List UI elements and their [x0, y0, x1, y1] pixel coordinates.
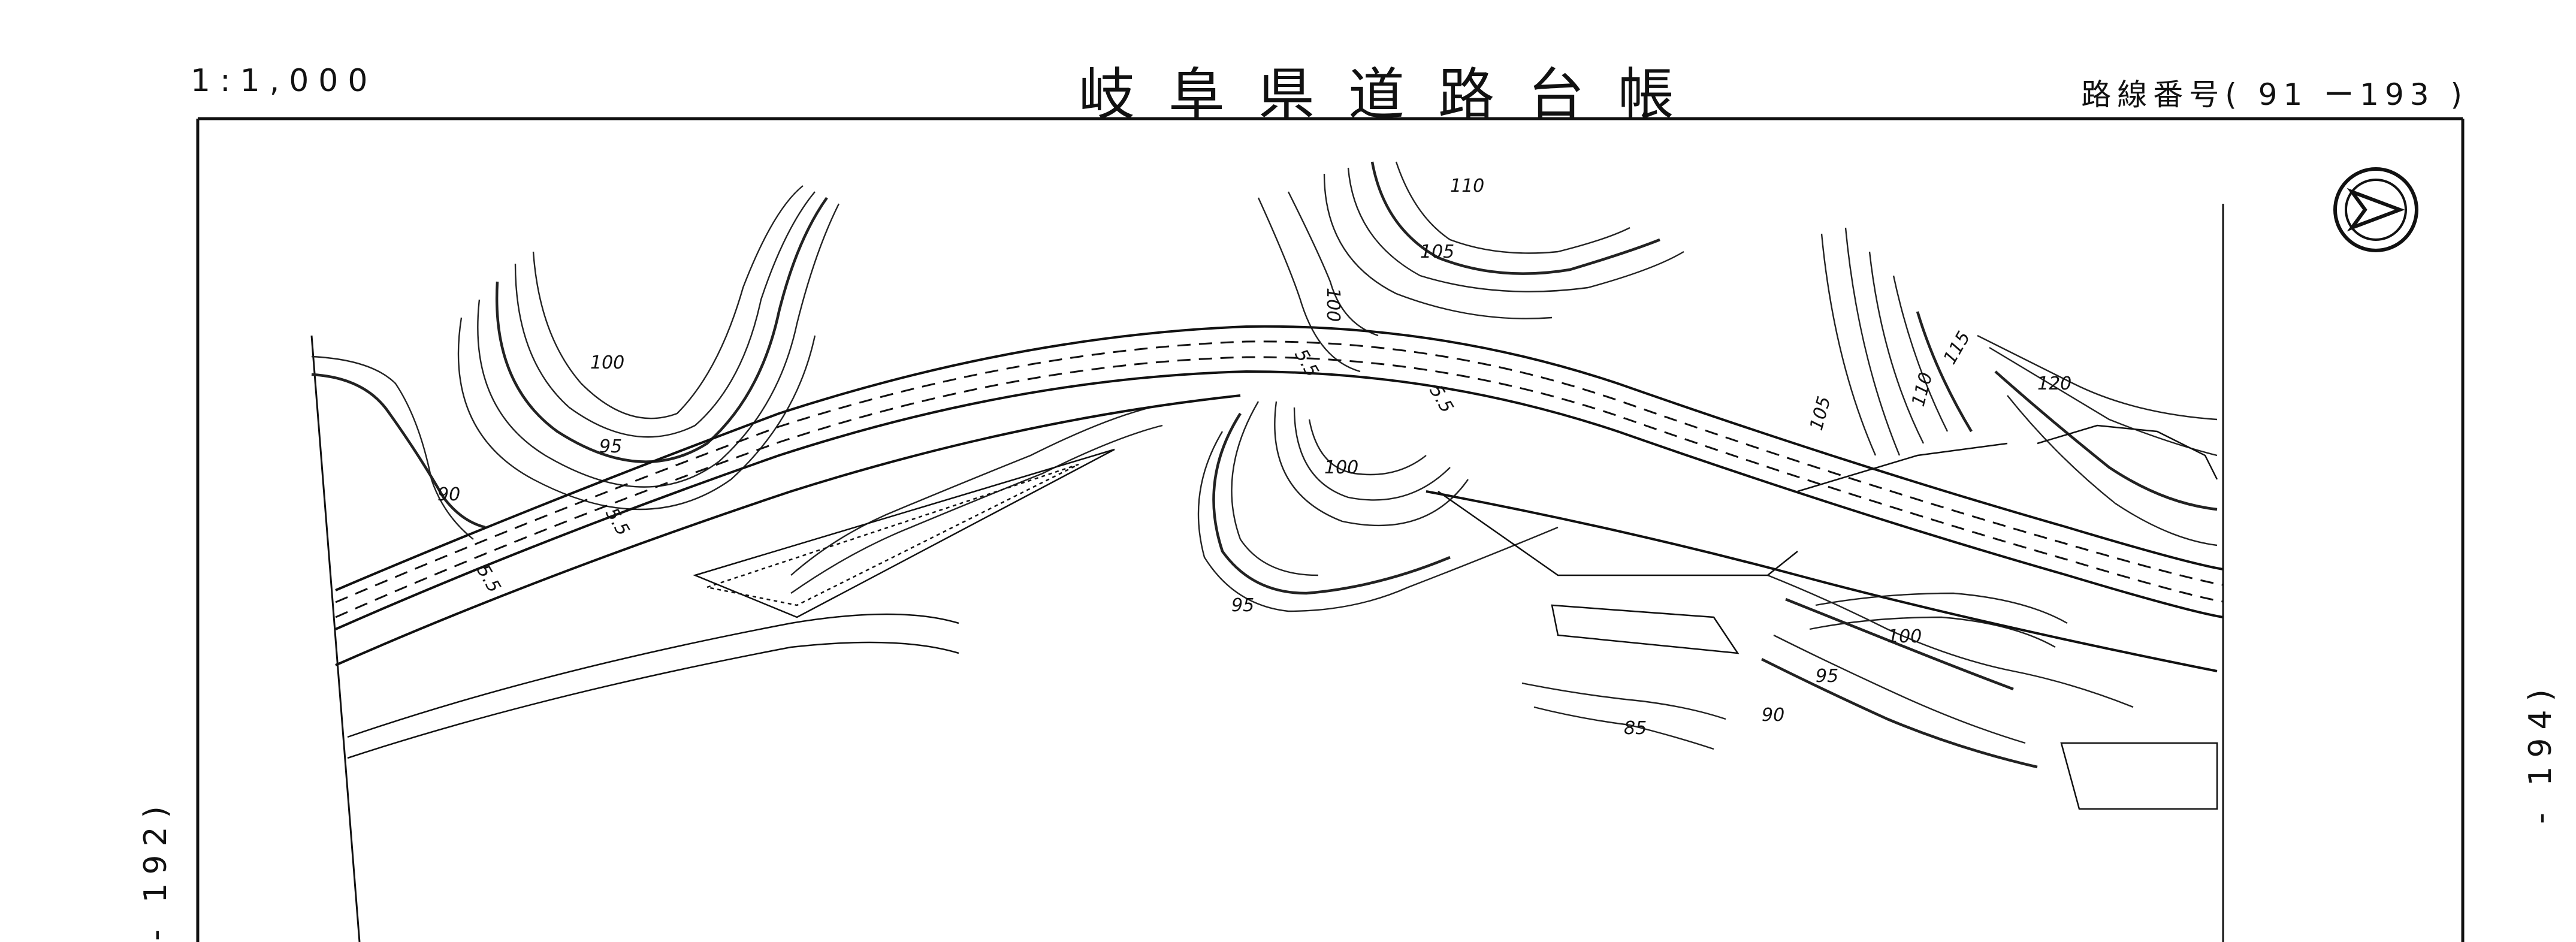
elevation-label: 100	[590, 352, 624, 373]
elevation-label: 95	[1231, 595, 1254, 616]
slope-labels: 5.5 5.5 5.5 5.5	[472, 346, 1457, 597]
elevation-label: 85	[1624, 718, 1647, 739]
slope-label: 5.5	[1290, 346, 1322, 381]
elevation-label: 120	[2037, 373, 2071, 394]
road	[335, 325, 2224, 672]
elevation-label: 95	[1816, 666, 1838, 687]
retaining-walls	[347, 424, 2218, 810]
elevation-label: 90	[437, 484, 460, 505]
upper-contours	[311, 161, 2218, 547]
elevation-label: 100	[1322, 288, 1343, 322]
elevation-label: 95	[599, 436, 622, 457]
elevation-label: 110	[1450, 176, 1484, 197]
north-arrow-icon	[2333, 167, 2418, 252]
route-number: 路線番号( 91 ー193 )	[2081, 77, 2468, 112]
elevation-label: 115	[1940, 328, 1975, 368]
elevation-label: 100	[1888, 626, 1922, 647]
elevation-label: 100	[1324, 457, 1358, 478]
elevation-label: 110	[1908, 370, 1937, 409]
map-scale: 1:1,000	[191, 63, 378, 99]
map-frame	[196, 117, 2465, 942]
page-title: 岐阜県道路台帳	[1079, 62, 1708, 128]
lower-contours	[790, 401, 2134, 769]
slope-label: 5.5	[472, 561, 505, 597]
elevation-label: 90	[1762, 705, 1784, 726]
elevation-label: 105	[1420, 241, 1454, 262]
contour-labels: 110 105 100 100 95 90 100 95 105 110 115…	[437, 176, 2071, 739]
elevation-label: 105	[1806, 394, 1835, 433]
